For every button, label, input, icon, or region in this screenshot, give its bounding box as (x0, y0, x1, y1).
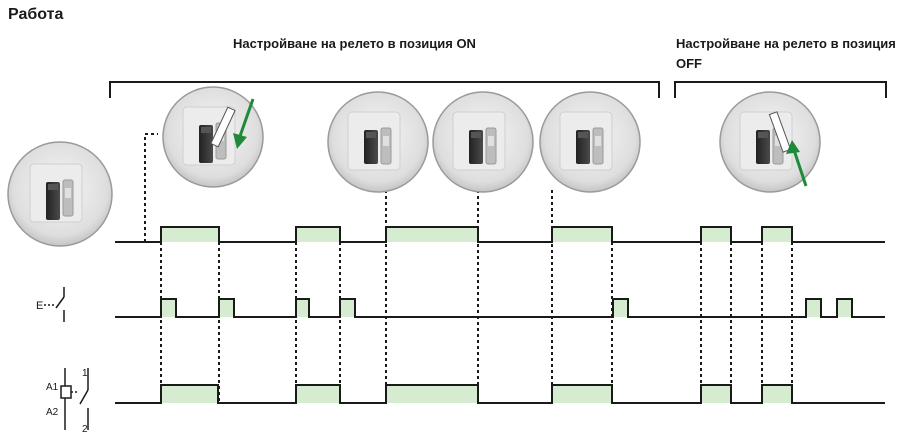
input-pulse-wave-pulse-fill (219, 299, 234, 317)
section-label-off: Настройване на релето в позиция OFF (676, 36, 896, 71)
slot-window (488, 136, 494, 146)
switch-position-wave-pulse-fill (762, 227, 792, 242)
switch-position-wave-pulse-fill (296, 227, 340, 242)
input-pulse-wave-pulse-fill (340, 299, 355, 317)
relay-output-wave-pulse-fill (701, 385, 731, 403)
sync-lines (144, 133, 793, 403)
bracket-on (109, 81, 660, 98)
knob-highlight (471, 132, 481, 138)
input-pulse-wave-pulse-fill (806, 299, 821, 317)
page-title: Работа (8, 6, 64, 23)
photo-leader-line (144, 133, 158, 242)
input-pulse-wave-pulse-fill (161, 299, 176, 317)
input-pulse-wave (115, 298, 885, 318)
contact-label-2: 2 (82, 424, 88, 434)
switch-photo-on-1 (327, 91, 429, 193)
switch-position-wave (115, 226, 885, 243)
switch-photo-set-off (719, 91, 821, 193)
switch-photo-initial (7, 141, 113, 247)
selector-knob (469, 130, 483, 164)
knob-highlight (366, 132, 376, 138)
knob-highlight (48, 184, 58, 190)
selector-knob (46, 182, 60, 220)
input-pulse-wave-pulse-fill (837, 299, 852, 317)
knob-highlight (758, 132, 768, 138)
coil-label-a1: A1 (46, 382, 59, 393)
slot-window (383, 136, 389, 146)
slot-window (595, 136, 601, 146)
switch-position-wave-pulse-fill (161, 227, 219, 242)
selector-knob (756, 130, 770, 164)
pulse-fills (161, 227, 852, 403)
waveforms (115, 226, 885, 404)
input-pulse-wave-pulse-fill (613, 299, 628, 317)
input-pulse-wave-pulse-fill (296, 299, 309, 317)
relay-symbol (60, 368, 89, 430)
input-switch-symbol (44, 287, 65, 322)
relay-output-wave-pulse-fill (386, 385, 478, 403)
switch-photo-set-on (162, 86, 264, 188)
arrow-down-icon (237, 98, 255, 140)
screwdriver-tool (210, 106, 236, 148)
coil-label-a2: A2 (46, 407, 59, 418)
screwdriver-tool (768, 111, 792, 153)
relay-output-wave-pulse-fill (296, 385, 340, 403)
input-letter: E (36, 300, 43, 312)
arrow-down-head-icon (233, 133, 247, 149)
switch-photo-on-2 (432, 91, 534, 193)
arrow-up-icon (792, 149, 808, 187)
selector-knob (199, 125, 213, 163)
knob-highlight (578, 132, 588, 138)
knob-highlight (201, 127, 211, 133)
relay-output-wave (115, 384, 885, 404)
contact-label-1: 1 (82, 368, 88, 379)
switch-photo-on-3 (539, 91, 641, 193)
arrow-up-head-icon (786, 140, 800, 154)
bracket-off (674, 81, 887, 98)
relay-output-wave-pulse-fill (552, 385, 612, 403)
relay-output-wave-pulse-fill (762, 385, 792, 403)
slot-window (65, 188, 71, 198)
slot-window (775, 136, 781, 146)
switch-position-wave-pulse-fill (701, 227, 731, 242)
section-label-on: Настройване на релето в позиция ON (233, 36, 476, 51)
switch-position-wave-pulse-fill (386, 227, 478, 242)
switch-position-wave-pulse-fill (552, 227, 612, 242)
relay-output-wave-pulse-fill (161, 385, 218, 403)
switch-photos (7, 86, 821, 247)
selector-knob (576, 130, 590, 164)
selector-knob (364, 130, 378, 164)
